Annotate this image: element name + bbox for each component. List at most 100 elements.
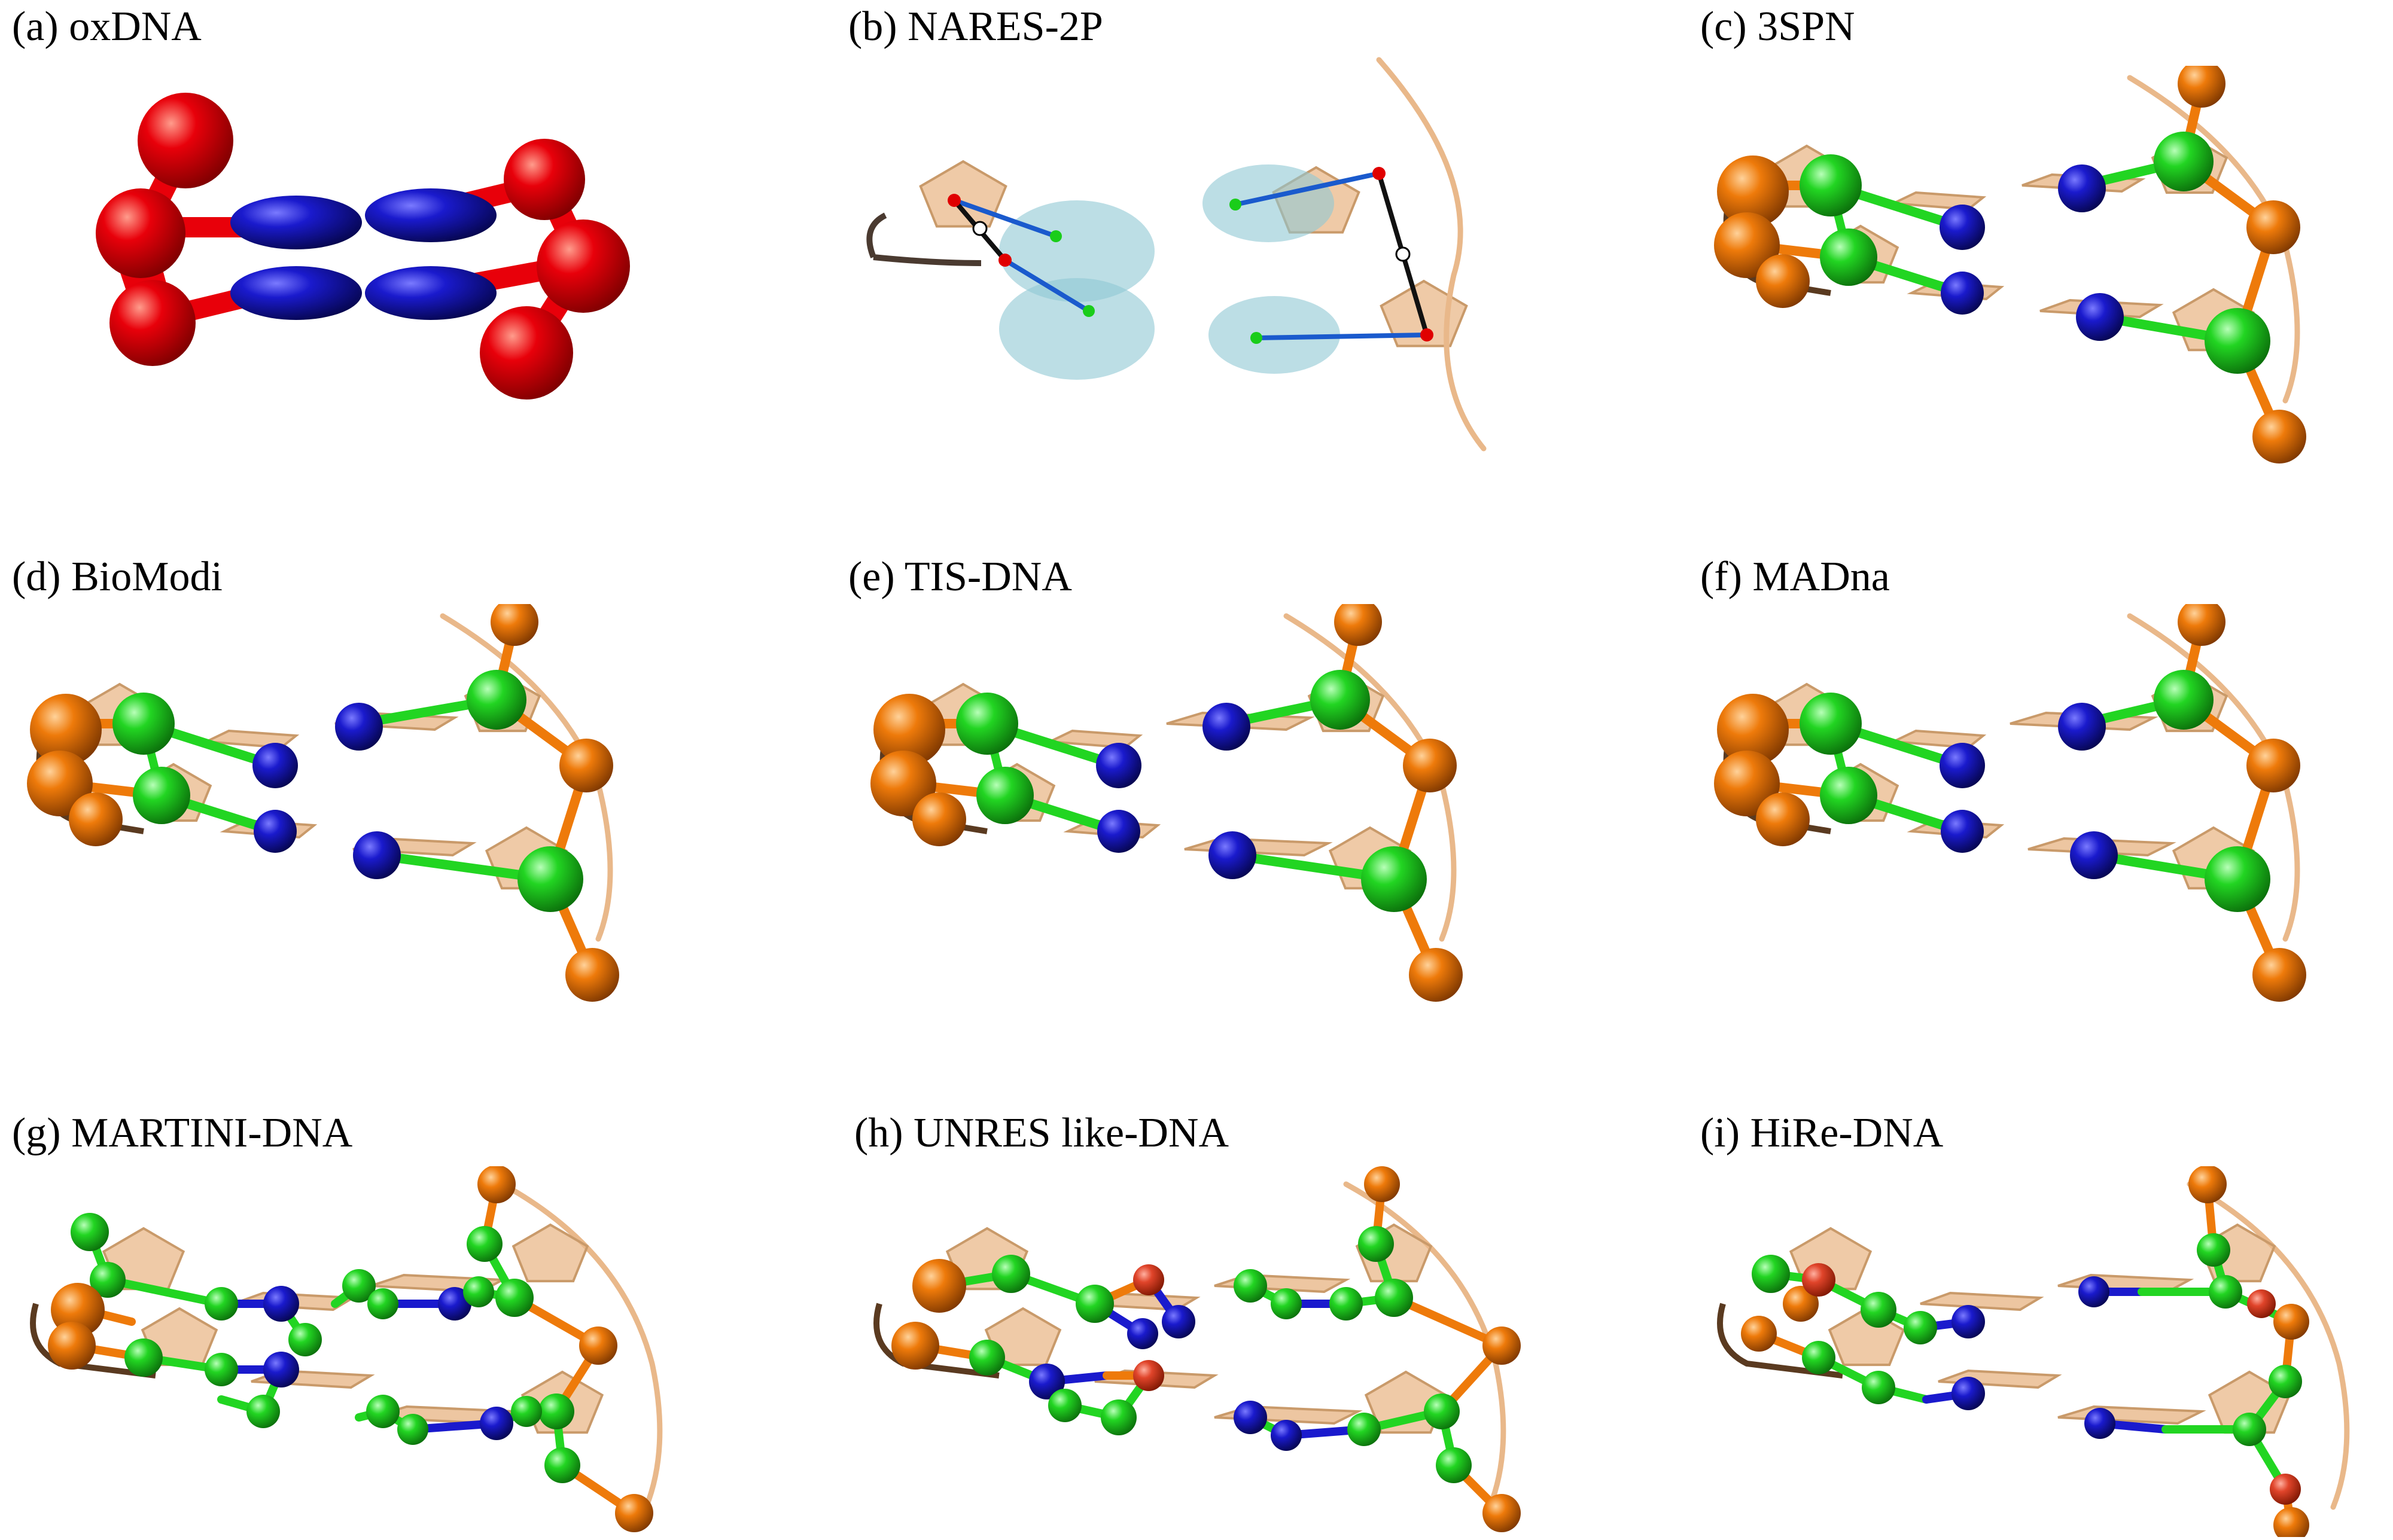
site-red — [1420, 328, 1433, 341]
base-bead — [1951, 1377, 1985, 1410]
phosphate-bead — [2178, 66, 2225, 108]
sugar-bead — [544, 1447, 580, 1483]
base-ellipsoid — [999, 278, 1155, 380]
base-bead — [263, 1352, 299, 1387]
phosphate-bead — [565, 948, 619, 1002]
backbone-bead — [537, 219, 630, 313]
base-bead — [1127, 1318, 1158, 1349]
backbone-bead — [480, 306, 573, 400]
phosphate-bead — [1714, 751, 1780, 816]
base-bead — [1940, 205, 1985, 250]
base-bead — [367, 1288, 398, 1319]
oxygen-bead — [1802, 1263, 1835, 1297]
phosphate-bead — [1409, 948, 1463, 1002]
site-green — [1250, 332, 1262, 344]
phosphate-bead — [559, 739, 613, 792]
base-bead — [2058, 164, 2106, 212]
sugar-bead — [2205, 846, 2270, 912]
sugar-bead — [1800, 693, 1862, 755]
base-bead — [342, 1269, 376, 1303]
base-bead — [438, 1287, 471, 1321]
backbone-bead — [109, 280, 196, 366]
sugar-bead — [2154, 132, 2214, 191]
base-bead — [1101, 1399, 1137, 1435]
base-bead — [1097, 810, 1140, 853]
phosphate-bead — [1482, 1494, 1521, 1532]
sugar-bead — [2269, 1365, 2302, 1398]
virtual-bond — [1233, 171, 1381, 207]
phosphate-bead — [2273, 1304, 2309, 1340]
sugar-bead — [976, 767, 1034, 824]
phosphate-bead — [1714, 212, 1780, 278]
strand-ribbon — [2187, 1181, 2350, 1510]
base-bead — [353, 831, 401, 879]
base-bead — [1096, 743, 1141, 788]
panel-e-model — [870, 604, 1463, 1002]
base-bead — [1162, 1305, 1195, 1338]
panel-b-model — [866, 57, 1487, 452]
panel-g-model — [30, 1166, 663, 1532]
base-ellipsoid — [230, 196, 362, 249]
panel-f-model — [1714, 604, 2306, 1002]
base-bead — [335, 703, 383, 751]
oxygen-bead — [1133, 1264, 1164, 1295]
base-bead — [1941, 272, 1984, 315]
strand-ribbon — [1376, 57, 1487, 452]
sugar-bead — [1310, 670, 1370, 730]
site-red — [998, 254, 1012, 267]
sugar-bead — [467, 1226, 503, 1262]
phosphate-bead — [1334, 604, 1382, 646]
base-plate — [1938, 1369, 2062, 1389]
site-green — [1229, 199, 1241, 211]
base-bead — [1941, 810, 1984, 853]
base-plate — [2057, 1405, 2206, 1425]
phosphate-bead — [69, 792, 123, 846]
panel-a-label: (a) oxDNA — [12, 4, 202, 50]
site-green — [1083, 305, 1095, 317]
phosphate-bead — [477, 1166, 516, 1203]
phosphate-bead — [1482, 1326, 1521, 1365]
phosphate-bead — [1756, 254, 1810, 308]
phosphate-bead — [870, 751, 936, 816]
oxygen-bead — [2247, 1289, 2276, 1318]
bond — [103, 1276, 226, 1308]
phosphate-bead — [1756, 792, 1810, 846]
sugar-bead — [1820, 228, 1877, 286]
phosphate-bead — [2252, 410, 2306, 463]
base-bead — [480, 1407, 513, 1440]
base-bead — [246, 1395, 280, 1428]
phosphate-bead — [1717, 155, 1789, 227]
strand-ribbon — [500, 1181, 663, 1510]
base-bead — [1271, 1420, 1302, 1451]
backbone-bead — [504, 139, 585, 220]
oxygen-bead — [2270, 1474, 2301, 1505]
base-bead — [288, 1323, 322, 1356]
sugar-bead — [1752, 1255, 1790, 1293]
base-ellipsoid — [1202, 164, 1334, 242]
panel-h-model — [873, 1166, 1521, 1532]
base-bead — [1904, 1311, 1937, 1344]
sugar-bead — [1076, 1285, 1114, 1323]
bond — [1390, 1294, 1506, 1350]
phosphate-bead — [912, 1259, 966, 1313]
panel-c-model — [1714, 66, 2306, 463]
sugar-bead — [112, 693, 175, 755]
base-bead — [1048, 1389, 1082, 1422]
base-ellipsoid — [230, 266, 362, 320]
sugar-bead — [467, 670, 526, 730]
base-bead — [263, 1286, 299, 1322]
sugar-bead — [1800, 154, 1862, 216]
phosphate-bead — [615, 1494, 653, 1532]
sugar-bead — [538, 1393, 574, 1429]
phosphate-bead — [1741, 1316, 1777, 1352]
base-bead — [1234, 1401, 1267, 1434]
panel-i-label: (i) HiRe-DNA — [1700, 1110, 1944, 1156]
sugar-bead — [956, 693, 1018, 755]
phosphate-bead — [2178, 604, 2225, 646]
sugar-bead — [1361, 846, 1427, 912]
panel-h-label: (h) UNRES like-DNA — [854, 1110, 1229, 1156]
sugar-bead — [1861, 1292, 1896, 1328]
base-ellipsoid — [999, 200, 1155, 302]
base-bead — [1347, 1413, 1381, 1446]
